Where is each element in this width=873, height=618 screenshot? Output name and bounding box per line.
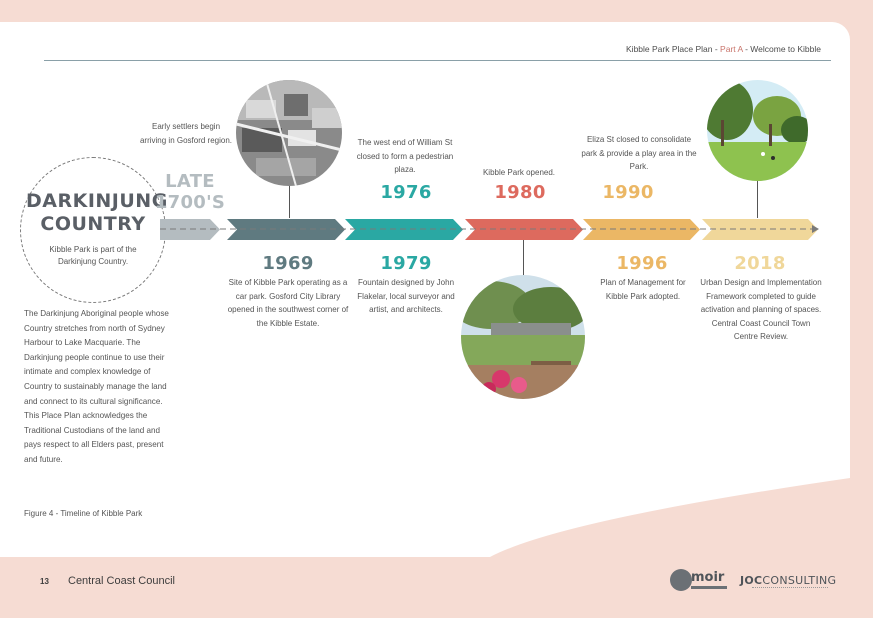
joc-logo-bold: JOC <box>740 574 763 587</box>
moir-logo-bar <box>691 586 727 589</box>
photo-1990-stem <box>757 176 759 218</box>
event-1980-note: Kibble Park opened. <box>482 168 556 177</box>
event-1990-note: Eliza St closed to consolidate park & pr… <box>581 135 697 171</box>
joc-logo-rest: CONSULTING <box>762 574 837 587</box>
moir-logo-text: moir <box>691 570 725 585</box>
event-1990-year: 1990 <box>602 182 654 203</box>
event-2018-year: 2018 <box>734 253 786 274</box>
event-1996-note: Plan of Management for Kibble Park adopt… <box>600 278 686 301</box>
event-1976-year: 1976 <box>380 182 432 203</box>
country-title: DARKINJUNG COUNTRY <box>26 190 168 236</box>
event-1979-note: Fountain designed by John Flakelar, loca… <box>357 278 455 314</box>
park-flowers-photo <box>461 275 585 399</box>
event-1979-year: 1979 <box>380 253 432 274</box>
country-title-line1: DARKINJUNG <box>26 190 168 212</box>
event-late1700s-note: Early settlers begin arriving in Gosford… <box>139 122 233 145</box>
modern-park-photo <box>707 80 808 181</box>
page-number: 13 <box>40 577 49 586</box>
header-title-main: Kibble Park Place Plan - <box>626 44 721 54</box>
event-1976-note: The west end of William St closed to for… <box>356 138 454 174</box>
header-title: Kibble Park Place Plan - Part A - Welcom… <box>626 44 821 54</box>
country-title-line2: COUNTRY <box>40 213 146 235</box>
header-title-end: - Welcome to Kibble <box>742 44 821 54</box>
event-1969-note: Site of Kibble Park operating as a car p… <box>227 278 349 328</box>
event-late1700s-year-line2: 1700'S <box>154 192 226 213</box>
moir-logo: moir <box>670 569 728 591</box>
joc-logo-underline <box>752 587 828 589</box>
header-title-part: Part A <box>720 44 743 54</box>
event-late1700s-year: LATE 1700'S <box>150 171 230 213</box>
event-1969-year: 1969 <box>262 253 314 274</box>
figure-caption: Figure 4 - Timeline of Kibble Park <box>24 509 143 518</box>
joc-consulting-logo: JOCCONSULTING <box>740 574 836 587</box>
footer-organisation: Central Coast Council <box>68 575 175 587</box>
event-1980-year: 1980 <box>494 182 546 203</box>
header-divider <box>44 60 831 61</box>
timeline-end-arrowhead <box>812 225 819 233</box>
page-card <box>0 22 850 557</box>
moir-logo-icon <box>670 569 692 591</box>
event-1996-year: 1996 <box>616 253 668 274</box>
country-subtitle: Kibble Park is part of the Darkinjung Co… <box>49 245 137 266</box>
event-late1700s-year-line1: LATE <box>165 171 215 192</box>
historic-aerial-photo <box>236 80 342 186</box>
event-2018-note: Urban Design and Implementation Framewor… <box>700 278 822 341</box>
intro-paragraph: The Darkinjung Aboriginal people whose C… <box>24 309 169 464</box>
photo-1980-stem <box>523 240 525 280</box>
photo-1969-stem <box>289 180 291 218</box>
